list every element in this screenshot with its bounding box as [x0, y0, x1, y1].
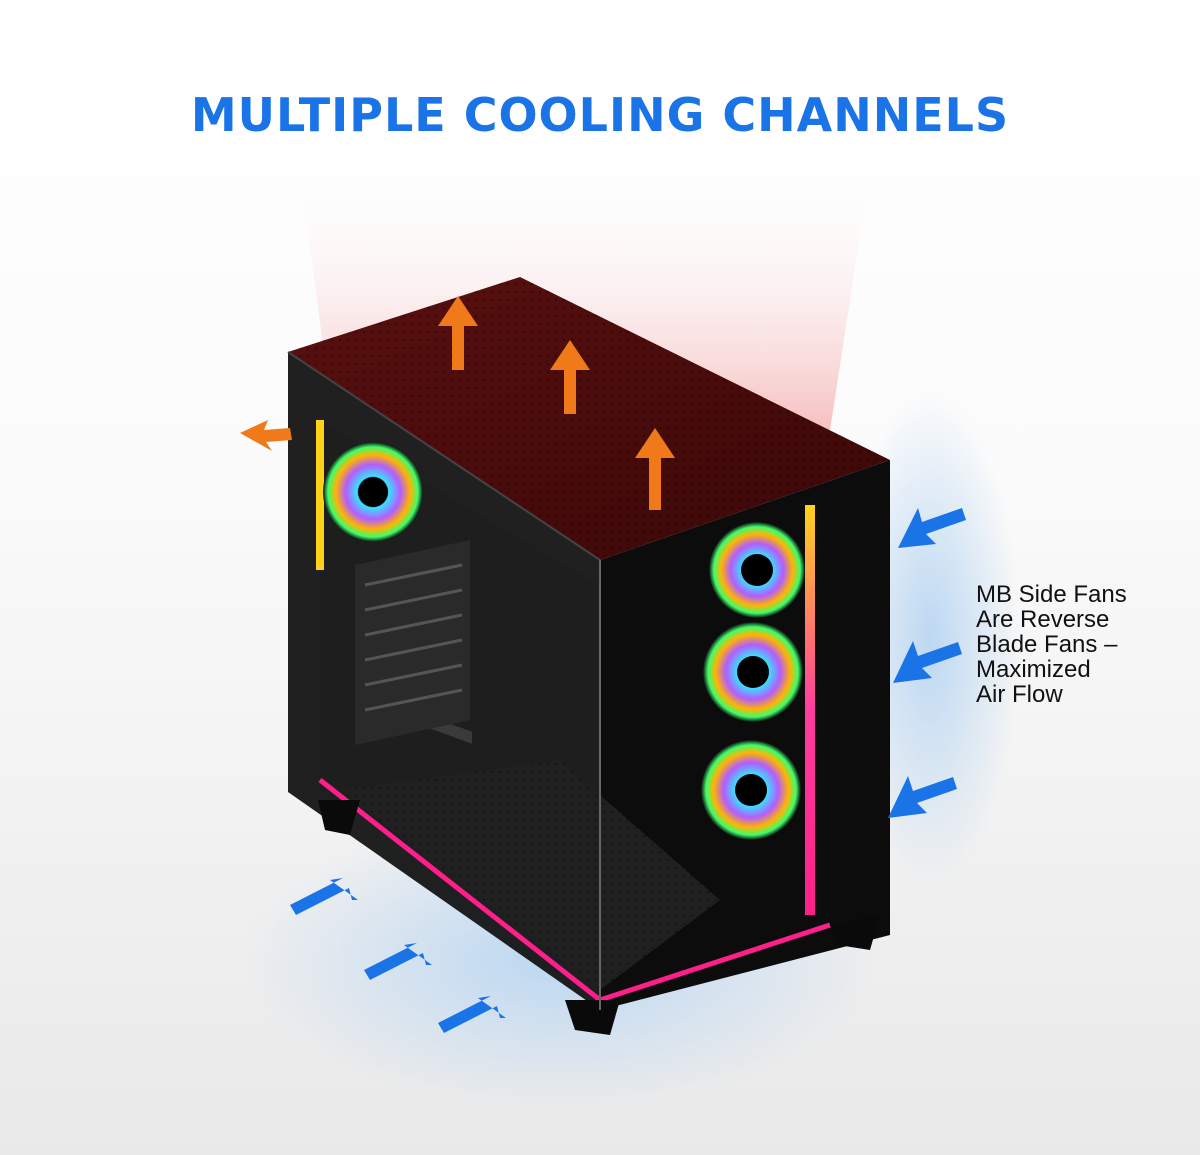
rgb-fan-icon: [701, 740, 801, 840]
side-note-line: Blade Fans –: [976, 631, 1118, 658]
page-title: MULTIPLE COOLING CHANNELS: [190, 88, 1010, 142]
exhaust-arrow-icon: [550, 340, 590, 414]
intake-arrow-icon: [438, 996, 506, 1033]
side-note-line: Air Flow: [976, 681, 1063, 708]
intake-arrows: [290, 508, 966, 1033]
side-note-line: Maximized: [976, 656, 1091, 683]
side-note-line: Are Reverse: [976, 606, 1110, 633]
rgb-fan-icon: [703, 622, 803, 722]
intake-arrow-icon: [888, 776, 957, 818]
exhaust-arrow-icon: [438, 296, 478, 370]
pc-case: [287, 277, 890, 1035]
intake-arrow-icon: [364, 943, 432, 980]
intake-arrow-icon: [893, 641, 962, 683]
exhaust-arrows: [240, 296, 675, 510]
intake-arrow-icon: [290, 878, 358, 915]
side-fan-note: MB Side Fans Are Reverse Blade Fans – Ma…: [976, 582, 1127, 707]
exhaust-arrow-icon: [635, 428, 675, 510]
exhaust-arrow-icon: [240, 420, 292, 451]
rgb-fan-icon: [323, 442, 423, 542]
side-note-line: MB Side Fans: [976, 581, 1127, 608]
rgb-fan-icon: [709, 522, 805, 618]
intake-arrow-icon: [898, 508, 966, 548]
